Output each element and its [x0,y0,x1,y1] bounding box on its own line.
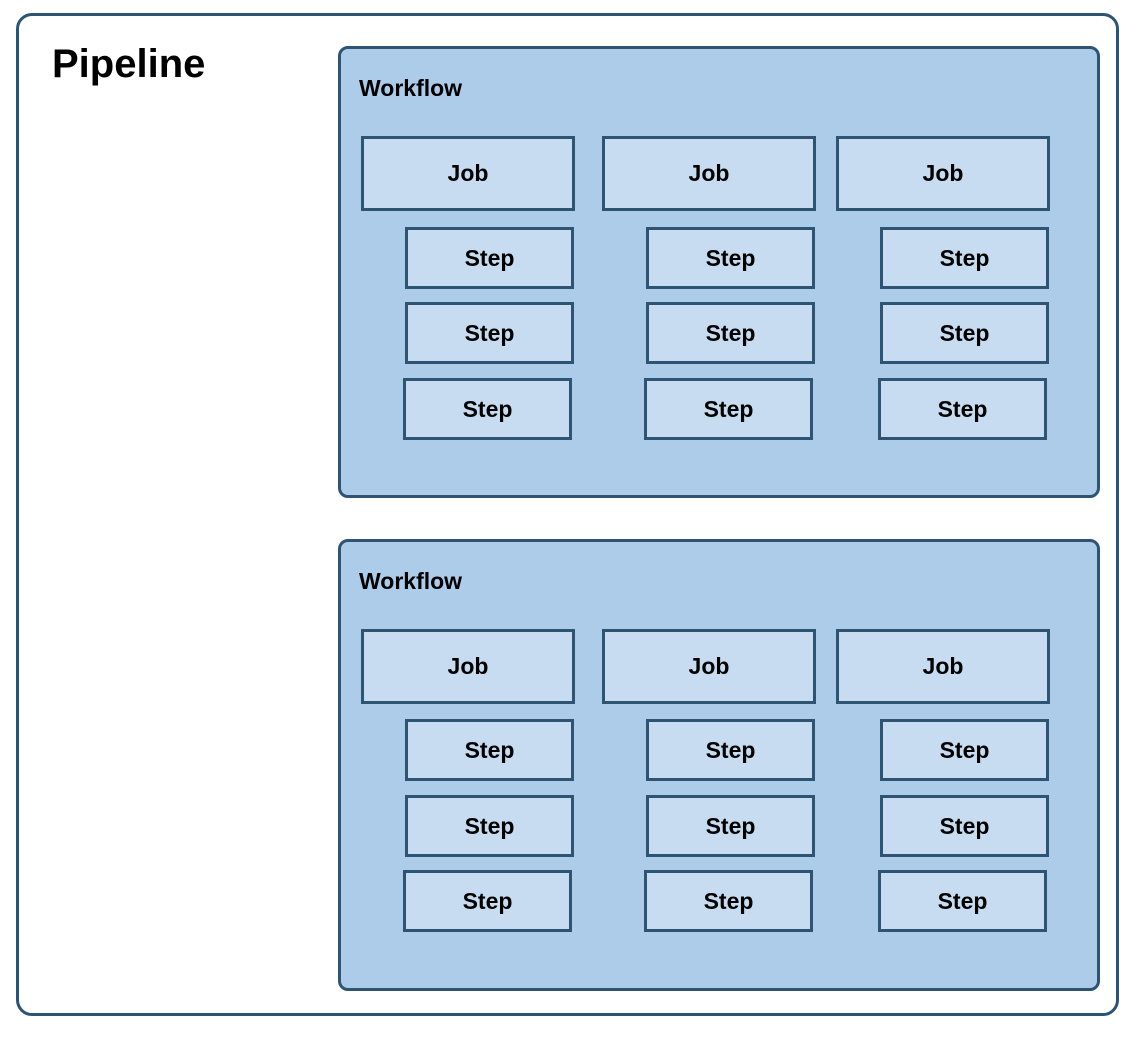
step: Step [880,302,1049,364]
step: Step [878,378,1047,440]
workflow-2: Workflow Job Job Job Step Step Step Step… [338,539,1100,991]
workflow-1: Workflow Job Job Job Step Step Step Step… [338,46,1100,498]
step: Step [403,870,572,932]
step: Step [646,302,815,364]
step: Step [880,719,1049,781]
workflow-label: Workflow [359,75,463,101]
job-2: Job [602,629,816,704]
step: Step [646,227,815,289]
step: Step [880,227,1049,289]
job-3: Job [836,136,1050,211]
step: Step [646,719,815,781]
step: Step [644,870,813,932]
job-1: Job [361,629,575,704]
step: Step [405,795,574,857]
job-2: Job [602,136,816,211]
step: Step [644,378,813,440]
job-1: Job [361,136,575,211]
job-3: Job [836,629,1050,704]
step: Step [403,378,572,440]
pipeline-title: Pipeline [52,42,206,86]
step: Step [405,302,574,364]
workflow-label: Workflow [359,568,463,594]
step: Step [405,719,574,781]
step: Step [646,795,815,857]
step: Step [880,795,1049,857]
step: Step [878,870,1047,932]
step: Step [405,227,574,289]
